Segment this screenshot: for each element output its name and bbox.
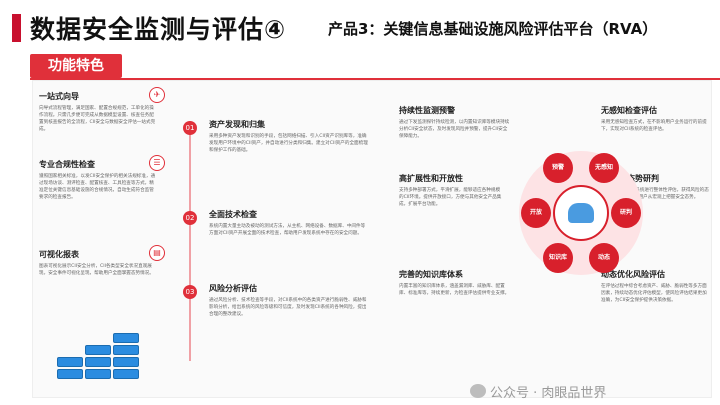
left-block-2-text: 遵照国家相关标准，以发CII安全保护的相关法规标准，通过现场访谈、测评检查、配置…: [39, 174, 156, 200]
title-accent-bar: [12, 14, 21, 42]
checklist-icon: ☰: [149, 155, 165, 171]
right-mid-1: 高扩展性和开放性 支持多种部署方式，平滑扩展，能够适应各种规模的CII环境。提供…: [399, 173, 503, 208]
right-bottom-2-text: 在评估过程中综合考虑资产、威胁、脆弱性等多方面因素，持续动态优化评估模型，使风险…: [601, 284, 707, 303]
middle-block-3: 风险分析评估 通过风险分析、技术检查等手段，对CII系统中的各类资产进行脆弱性、…: [209, 283, 369, 318]
hub-warning: 预警: [543, 153, 573, 183]
right-top-1: 持续性监测预警 通过下发监测探针持续检测，以内置知识库等模块持续分析CII安全状…: [399, 105, 511, 140]
middle-block-1: 资产发现和归集 采用多种资产发现和识别的手段，包括网络扫描、引入CII资产识别库…: [209, 119, 369, 154]
section-divider: [30, 78, 720, 80]
right-mid-2-text: 通过对各CII系统进行整体性评估，获得风险的态势情况，帮助用户从宏观上把握安全态…: [611, 188, 709, 200]
middle-block-3-text: 通过风险分析、技术检查等手段，对CII系统中的各类资产进行脆弱性、威胁和影响分析…: [209, 298, 367, 317]
middle-block-2-text: 系统内置大量主动及被动的测试方法，从主机、网络设备、数据库、中间件等方面对CII…: [209, 224, 366, 236]
step-3-marker: 03: [183, 285, 197, 299]
left-block-3: 可视化报表 图表可视化展示CII安全分析，CII各类型安全状况直观展现，安全事件…: [39, 249, 157, 277]
page-title: 数据安全监测与评估④: [30, 15, 287, 44]
right-mid-1-text: 支持多种部署方式，平滑扩展，能够适应各种规模的CII环境。提供开放接口，方便与其…: [399, 188, 502, 207]
chart-icon: ▤: [149, 245, 165, 261]
server-illustration: [53, 311, 143, 391]
right-top-2-text: 采用无感知检查方式，在不影响用户业务运行的前提下，实现对CII系统的检查评估。: [601, 120, 707, 132]
right-mid-2: 风险态势研判 通过对各CII系统进行整体性评估，获得风险的态势情况，帮助用户从宏…: [611, 173, 709, 201]
middle-block-2-title: 全面技术检查: [209, 210, 257, 219]
hub-open: 开放: [521, 198, 551, 228]
right-top-1-title: 持续性监测预警: [399, 106, 455, 115]
section-tag: 功能特色: [30, 54, 122, 78]
right-bottom-2: 动态优化风险评估 在评估过程中综合考虑资产、威胁、脆弱性等多方面因素，持续动态优…: [601, 269, 709, 304]
hub-judgement: 研判: [611, 198, 641, 228]
middle-block-1-text: 采用多种资产发现和识别的手段，包括网络扫描、引入CII资产识别库等，准确发现用户…: [209, 134, 368, 153]
right-top-1-text: 通过下发监测探针持续检测，以内置知识库等模块持续分析CII安全状态，及时发现风险…: [399, 120, 510, 139]
left-block-1-title: 一站式向导: [39, 92, 79, 101]
right-mid-1-title: 高扩展性和开放性: [399, 174, 463, 183]
right-bottom-2-title: 动态优化风险评估: [601, 270, 665, 279]
step-1-marker: 01: [183, 121, 197, 135]
right-top-2: 无感知检查评估 采用无感知检查方式，在不影响用户业务运行的前提下，实现对CII系…: [601, 105, 709, 133]
feature-infographic: 一站式向导 向导式流程管理，满足国家、配置合规规范，工单化的操作流程。只需几步便…: [32, 80, 712, 398]
middle-block-2: 全面技术检查 系统内置大量主动及被动的测试方法，从主机、网络设备、数据库、中间件…: [209, 209, 369, 237]
right-bottom-1-text: 内置丰富的知识库体系，涵盖漏洞库、威胁库、配置库、标准库等，持续更新，为检查评估…: [399, 284, 510, 296]
timeline-line: [189, 121, 191, 361]
left-block-2-title: 专业合规性检查: [39, 160, 95, 169]
right-mid-2-title: 风险态势研判: [611, 174, 659, 183]
left-block-2: 专业合规性检查 遵照国家相关标准，以发CII安全保护的相关法规标准，通过现场访谈…: [39, 159, 157, 201]
middle-block-3-title: 风险分析评估: [209, 284, 257, 293]
wechat-icon: [470, 384, 486, 398]
hub-knowledge: 知识库: [543, 243, 573, 273]
right-bottom-1-title: 完善的知识库体系: [399, 270, 463, 279]
right-top-2-title: 无感知检查评估: [601, 106, 657, 115]
hub-noninvasive: 无感知: [589, 153, 619, 183]
left-block-1-text: 向导式流程管理，满足国家、配置合规规范，工单化的操作流程。只需几步便可完成从数据…: [39, 106, 156, 132]
hub-dynamic: 动态: [589, 243, 619, 273]
step-2-marker: 02: [183, 211, 197, 225]
left-block-3-title: 可视化报表: [39, 250, 79, 259]
page-subtitle: 产品3：关键信息基础设施风险评估平台（RVA）: [328, 20, 658, 38]
right-bottom-1: 完善的知识库体系 内置丰富的知识库体系，涵盖漏洞库、威胁库、配置库、标准库等，持…: [399, 269, 511, 297]
left-block-1: 一站式向导 向导式流程管理，满足国家、配置合规规范，工单化的操作流程。只需几步便…: [39, 91, 157, 133]
wizard-icon: ✈: [149, 87, 165, 103]
watermark: 公众号 · 肉眼品世界: [490, 386, 607, 401]
middle-block-1-title: 资产发现和归集: [209, 120, 265, 129]
cloud-icon: [568, 203, 594, 223]
left-block-3-text: 图表可视化展示CII安全分析，CII各类型安全状况直观展现，安全事件可视化呈现，…: [39, 264, 154, 276]
title-bar: 数据安全监测与评估④ 产品3：关键信息基础设施风险评估平台（RVA）: [0, 6, 720, 46]
